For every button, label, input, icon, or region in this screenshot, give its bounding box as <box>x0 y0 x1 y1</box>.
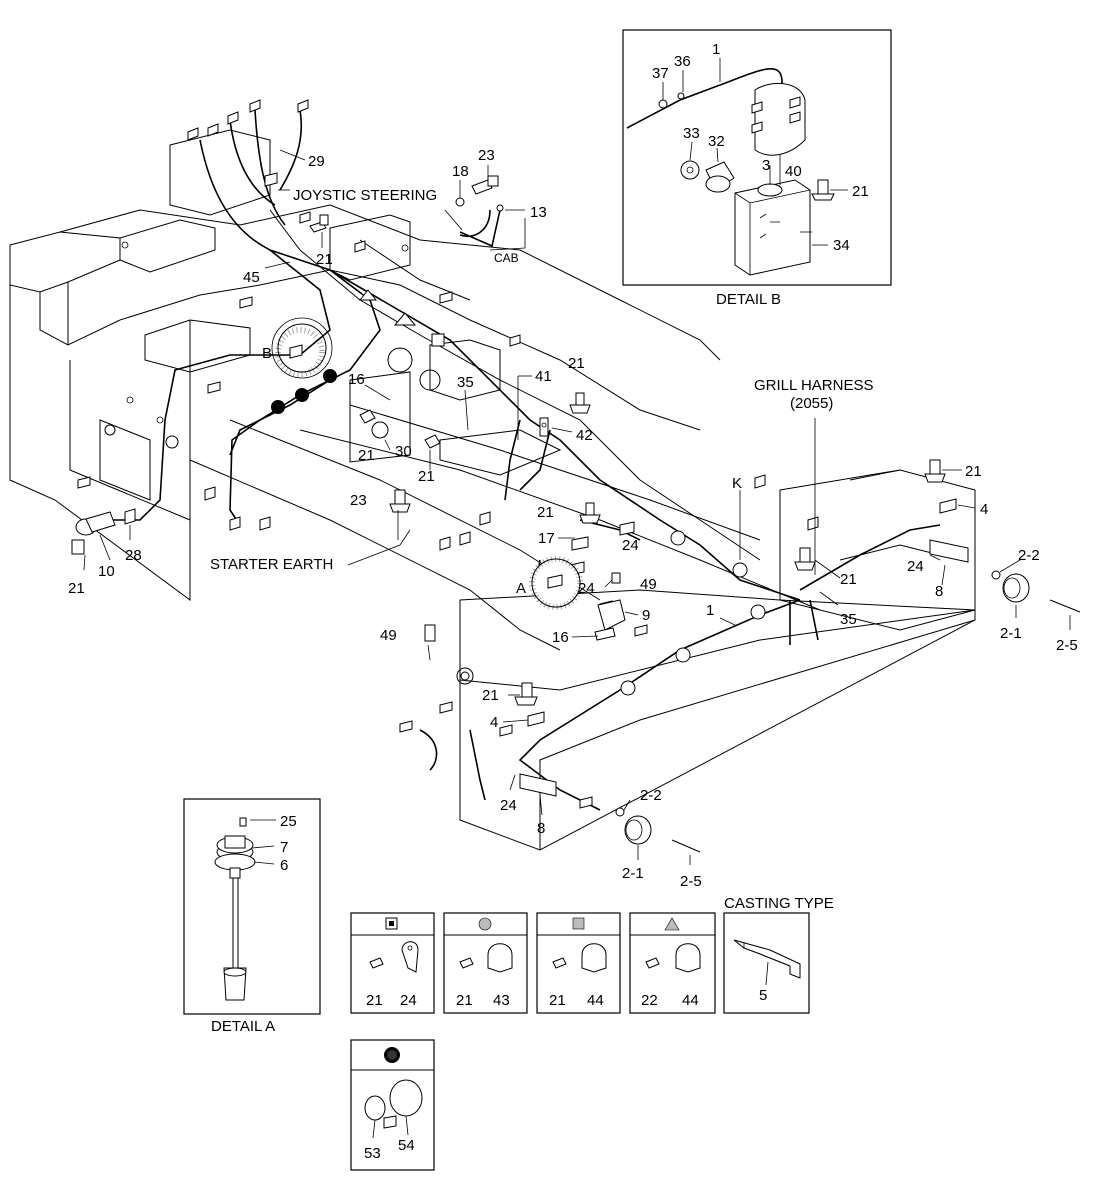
callout-8: 8 <box>935 583 943 600</box>
detail-a-callout-6: 6 <box>280 857 288 874</box>
wire-harness <box>110 109 941 811</box>
callout-4: 4 <box>980 501 988 518</box>
callout-30: 30 <box>395 443 412 460</box>
callout-2-2: 2-2 <box>640 787 662 804</box>
detail-b-callout-37: 37 <box>652 65 669 82</box>
legend-circle: 21 43 <box>443 912 528 1014</box>
callout-29: 29 <box>308 153 325 170</box>
detail-b-callout-33: 33 <box>683 125 700 142</box>
detail-a-frame <box>183 798 321 1015</box>
callout-28: 28 <box>125 547 142 564</box>
callout-18: 18 <box>452 163 469 180</box>
casting-type-box: 5 <box>723 912 810 1014</box>
callout-21: 21 <box>358 447 375 464</box>
callout-21: 21 <box>418 468 435 485</box>
detail-b-callout-3: 3 <box>762 157 770 174</box>
callout-2-5: 2-5 <box>1056 637 1078 654</box>
callout-13: 13 <box>530 204 547 221</box>
detail-b-panel: 1 37 36 33 32 3 40 21 34 <box>622 29 892 286</box>
callout-2-1: 2-1 <box>1000 625 1022 642</box>
legend-dotted-square-left: 21 <box>549 992 566 1009</box>
legend-square-right: 24 <box>400 992 417 1009</box>
label-starter-earth: STARTER EARTH <box>210 556 333 573</box>
clamp-callout-53: 53 <box>364 1145 381 1162</box>
callout-9: 9 <box>642 607 650 624</box>
callout-21: 21 <box>482 687 499 704</box>
callout-21: 21 <box>68 580 85 597</box>
detail-b-callout-32: 32 <box>708 133 725 150</box>
legend-triangle-right: 44 <box>682 992 699 1009</box>
callout-21: 21 <box>316 251 333 268</box>
hardware <box>71 175 1081 853</box>
legend-square: 21 24 <box>350 912 435 1014</box>
legend-triangle-left: 22 <box>641 992 658 1009</box>
detail-b-callout-34: 34 <box>833 237 850 254</box>
detail-b-frame <box>622 29 892 286</box>
callout-49: 49 <box>380 627 397 644</box>
callout-2-5: 2-5 <box>680 873 702 890</box>
callout-45: 45 <box>243 269 260 286</box>
leader-lines <box>83 149 1071 865</box>
legend-triangle: 22 44 <box>629 912 716 1014</box>
legend-circle-right: 43 <box>493 992 510 1009</box>
callout-42: 42 <box>576 427 593 444</box>
clamp-box: 53 54 <box>350 1039 435 1171</box>
callout-35: 35 <box>457 374 474 391</box>
callout-10: 10 <box>98 563 115 580</box>
view-label-a: A <box>516 580 526 597</box>
casting-type-title: CASTING TYPE <box>724 895 834 912</box>
callout-21: 21 <box>840 571 857 588</box>
callout-2-1: 2-1 <box>622 865 644 882</box>
legend-square-left: 21 <box>366 992 383 1009</box>
detail-a-title: DETAIL A <box>211 1018 275 1035</box>
detail-b-callout-36: 36 <box>674 53 691 70</box>
callout-24: 24 <box>622 537 639 554</box>
legend-dotted-square: 21 44 <box>536 912 621 1014</box>
label-cab: CAB <box>494 251 519 265</box>
callout-41: 41 <box>535 368 552 385</box>
callout-17: 17 <box>538 530 555 547</box>
callout-49: 49 <box>640 576 657 593</box>
view-label-k: K <box>732 475 742 492</box>
callout-35: 35 <box>840 611 857 628</box>
callout-24: 24 <box>907 558 924 575</box>
label-joystic-steering: JOYSTIC STEERING <box>293 187 437 204</box>
callout-16: 16 <box>348 371 365 388</box>
view-label-b: B <box>262 345 272 362</box>
detail-a-callout-25: 25 <box>280 813 297 830</box>
label-grill-harness: GRILL HARNESS <box>754 377 873 394</box>
callout-8: 8 <box>537 820 545 837</box>
detail-b-title: DETAIL B <box>716 291 781 308</box>
callout-1: 1 <box>706 602 714 619</box>
callout-21: 21 <box>537 504 554 521</box>
view-marker-b <box>275 327 325 377</box>
detail-a-callout-7: 7 <box>280 839 288 856</box>
callout-23: 23 <box>350 492 367 509</box>
detail-b-callout-1: 1 <box>712 41 720 58</box>
callout-2-2: 2-2 <box>1018 547 1040 564</box>
label-grill-harness-code: (2055) <box>790 395 833 412</box>
casting-callout-5: 5 <box>759 987 767 1004</box>
clamp-callout-54: 54 <box>398 1137 415 1154</box>
callout-16: 16 <box>552 629 569 646</box>
callout-21: 21 <box>568 355 585 372</box>
callout-21: 21 <box>965 463 982 480</box>
view-marker-a <box>529 556 583 610</box>
detail-b-callout-40: 40 <box>785 163 802 180</box>
detail-a-panel: 25 7 6 <box>183 798 321 1015</box>
legend-circle-left: 21 <box>456 992 473 1009</box>
callout-labels: 29 JOYSTIC STEERING 18 23 13 CAB 21 45 B… <box>68 147 1078 890</box>
detail-b-callout-21: 21 <box>852 183 869 200</box>
callout-4: 4 <box>490 714 498 731</box>
callout-23: 23 <box>478 147 495 164</box>
legend-dotted-square-right: 44 <box>587 992 604 1009</box>
callout-24: 24 <box>578 580 595 597</box>
callout-24: 24 <box>500 797 517 814</box>
